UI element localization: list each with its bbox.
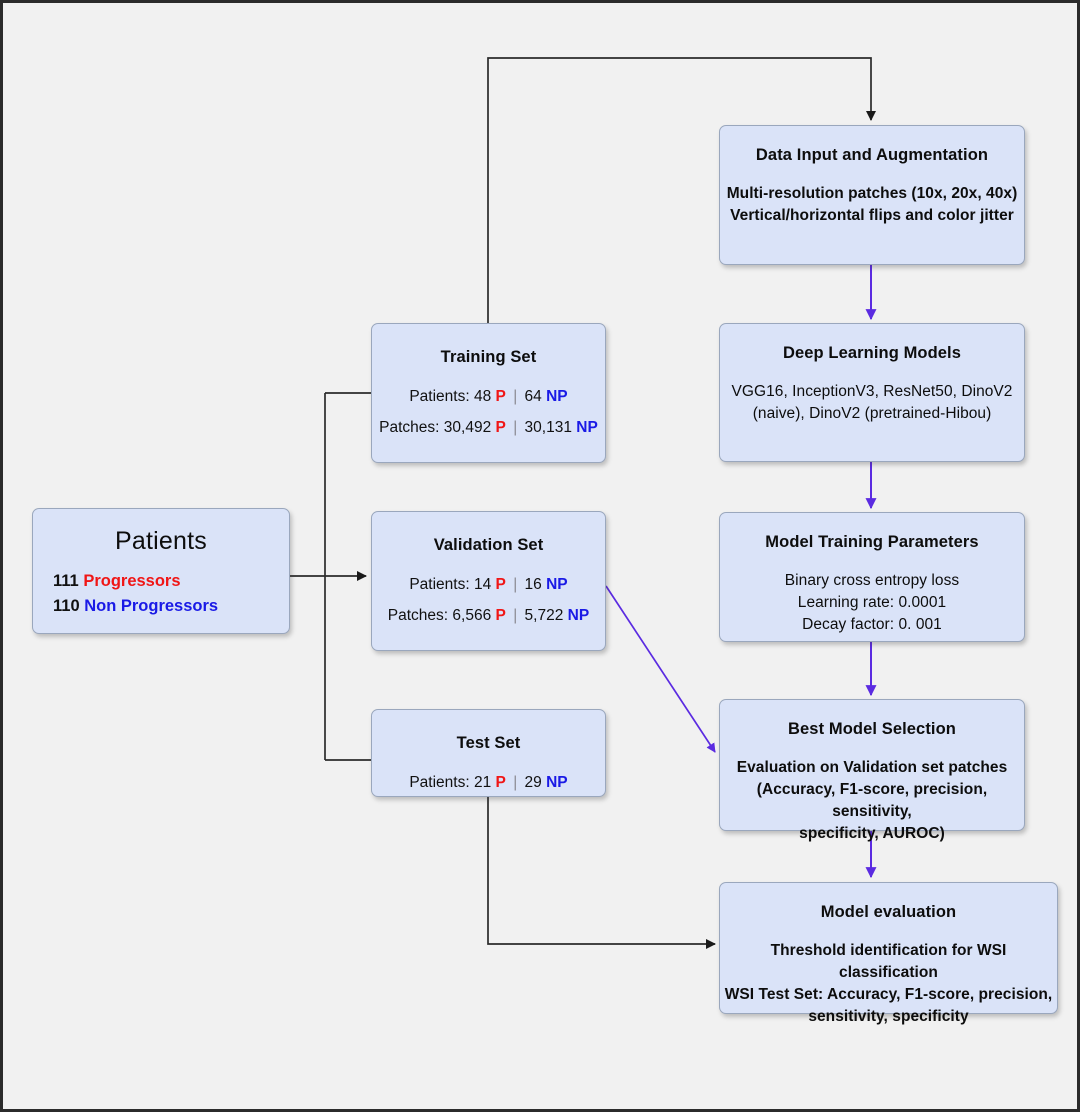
test-set-patients-np-tag: NP xyxy=(546,773,568,791)
edge-test-set-to-model-evaluation xyxy=(487,797,717,950)
node-model-training-parameters[interactable]: Model Training Parameters Binary cross e… xyxy=(719,512,1025,642)
training-set-patches-label: Patches: xyxy=(379,418,440,436)
validation-set-patients-np-tag: NP xyxy=(546,575,568,593)
patients-progressors-row: 111 Progressors xyxy=(33,569,181,594)
test-set-title: Test Set xyxy=(456,734,521,752)
node-deep-learning-models[interactable]: Deep Learning Models VGG16, InceptionV3,… xyxy=(719,323,1025,462)
validation-set-patients-label: Patients: xyxy=(409,575,470,593)
patients-nonprogressor-label: Non Progressors xyxy=(84,596,219,615)
training-set-patients-p-value: 48 xyxy=(473,387,492,405)
validation-set-patches-row: Patches: 6,566 P | 5,722 NP xyxy=(388,605,589,627)
test-set-patients-p-value: 21 xyxy=(473,773,492,791)
model-training-parameters-line-3: Decay factor: 0. 001 xyxy=(802,615,942,633)
training-set-patches-row: Patches: 30,492 P | 30,131 NP xyxy=(379,417,598,439)
model-training-parameters-line-1: Binary cross entropy loss xyxy=(784,571,960,589)
training-set-title: Training Set xyxy=(440,348,537,366)
training-set-patients-np-tag: NP xyxy=(546,387,568,405)
validation-set-patches-np-value: 5,722 xyxy=(524,606,564,624)
patients-title: Patients xyxy=(115,527,207,555)
training-set-patients-row: Patients: 48 P | 64 NP xyxy=(409,386,567,408)
best-model-selection-line-3: specificity, AUROC) xyxy=(799,824,945,842)
patients-progressor-count: 111 xyxy=(53,572,79,590)
training-set-patches-np-tag: NP xyxy=(576,418,598,436)
training-set-patches-np-value: 30,131 xyxy=(524,418,572,436)
model-training-parameters-title: Model Training Parameters xyxy=(765,533,979,551)
validation-set-patches-p-value: 6,566 xyxy=(452,606,492,624)
node-validation-set[interactable]: Validation Set Patients: 14 P | 16 NP Pa… xyxy=(371,511,606,651)
data-input-line-1: Multi-resolution patches (10x, 20x, 40x) xyxy=(726,184,1018,202)
model-training-parameters-line-2: Learning rate: 0.0001 xyxy=(797,593,947,611)
node-best-model-selection[interactable]: Best Model Selection Evaluation on Valid… xyxy=(719,699,1025,842)
test-set-patients-np-value: 29 xyxy=(524,773,542,791)
model-evaluation-line-2: WSI Test Set: Accuracy, F1-score, precis… xyxy=(724,985,1053,1003)
validation-set-patches-np-tag: NP xyxy=(567,606,590,624)
training-set-patients-separator: | xyxy=(513,387,518,405)
node-test-set[interactable]: Test Set Patients: 21 P | 29 NP xyxy=(371,709,606,797)
node-patients[interactable]: Patients 111 Progressors 110 Non Progres… xyxy=(32,508,290,634)
patients-nonprogressors-row: 110 Non Progressors xyxy=(33,594,218,619)
patients-nonprogressor-count: 110 xyxy=(53,596,80,615)
training-set-patients-np-value: 64 xyxy=(524,387,542,405)
model-evaluation-title: Model evaluation xyxy=(820,903,957,921)
model-evaluation-line-3: sensitivity, specificity xyxy=(808,1007,969,1025)
test-set-patients-label: Patients: xyxy=(409,773,470,791)
data-input-title: Data Input and Augmentation xyxy=(755,146,989,164)
model-evaluation-line-1: Threshold identification for WSI classif… xyxy=(770,941,1007,981)
test-set-patients-separator: | xyxy=(513,773,518,791)
patients-progressor-label: Progressors xyxy=(83,572,181,590)
validation-set-patients-p-tag: P xyxy=(495,575,506,593)
test-set-patients-row: Patients: 21 P | 29 NP xyxy=(409,772,567,794)
deep-learning-models-line-2: (naive), DinoV2 (pretrained-Hibou) xyxy=(752,404,992,422)
validation-set-patches-p-tag: P xyxy=(495,606,506,624)
validation-set-patients-np-value: 16 xyxy=(524,575,542,593)
deep-learning-models-title: Deep Learning Models xyxy=(782,344,962,362)
data-input-line-2: Vertical/horizontal flips and color jitt… xyxy=(730,206,1014,224)
node-data-input-and-augmentation[interactable]: Data Input and Augmentation Multi-resolu… xyxy=(719,125,1025,265)
validation-set-patients-p-value: 14 xyxy=(473,575,492,593)
validation-set-patients-separator: | xyxy=(513,575,518,593)
node-model-evaluation[interactable]: Model evaluation Threshold identificatio… xyxy=(719,882,1058,1025)
training-set-patches-p-value: 30,492 xyxy=(443,418,492,436)
training-set-patches-separator: | xyxy=(513,418,518,436)
validation-set-title: Validation Set xyxy=(433,536,544,554)
validation-set-patients-row: Patients: 14 P | 16 NP xyxy=(409,574,567,596)
test-set-patients-p-tag: P xyxy=(495,773,506,791)
node-training-set[interactable]: Training Set Patients: 48 P | 64 NP Patc… xyxy=(371,323,606,463)
best-model-selection-line-1: Evaluation on Validation set patches xyxy=(736,758,1008,776)
deep-learning-models-line-1: VGG16, InceptionV3, ResNet50, DinoV2 xyxy=(731,382,1013,400)
training-set-patches-p-tag: P xyxy=(495,418,506,436)
training-set-patients-p-tag: P xyxy=(495,387,506,405)
best-model-selection-line-2: (Accuracy, F1-score, precision, sensitiv… xyxy=(756,780,988,820)
edge-validation-set-to-best-model-selection xyxy=(605,585,716,753)
validation-set-patches-separator: | xyxy=(513,606,518,624)
training-set-patients-label: Patients: xyxy=(409,387,470,405)
validation-set-patches-label: Patches: xyxy=(387,606,449,624)
best-model-selection-title: Best Model Selection xyxy=(788,720,956,738)
